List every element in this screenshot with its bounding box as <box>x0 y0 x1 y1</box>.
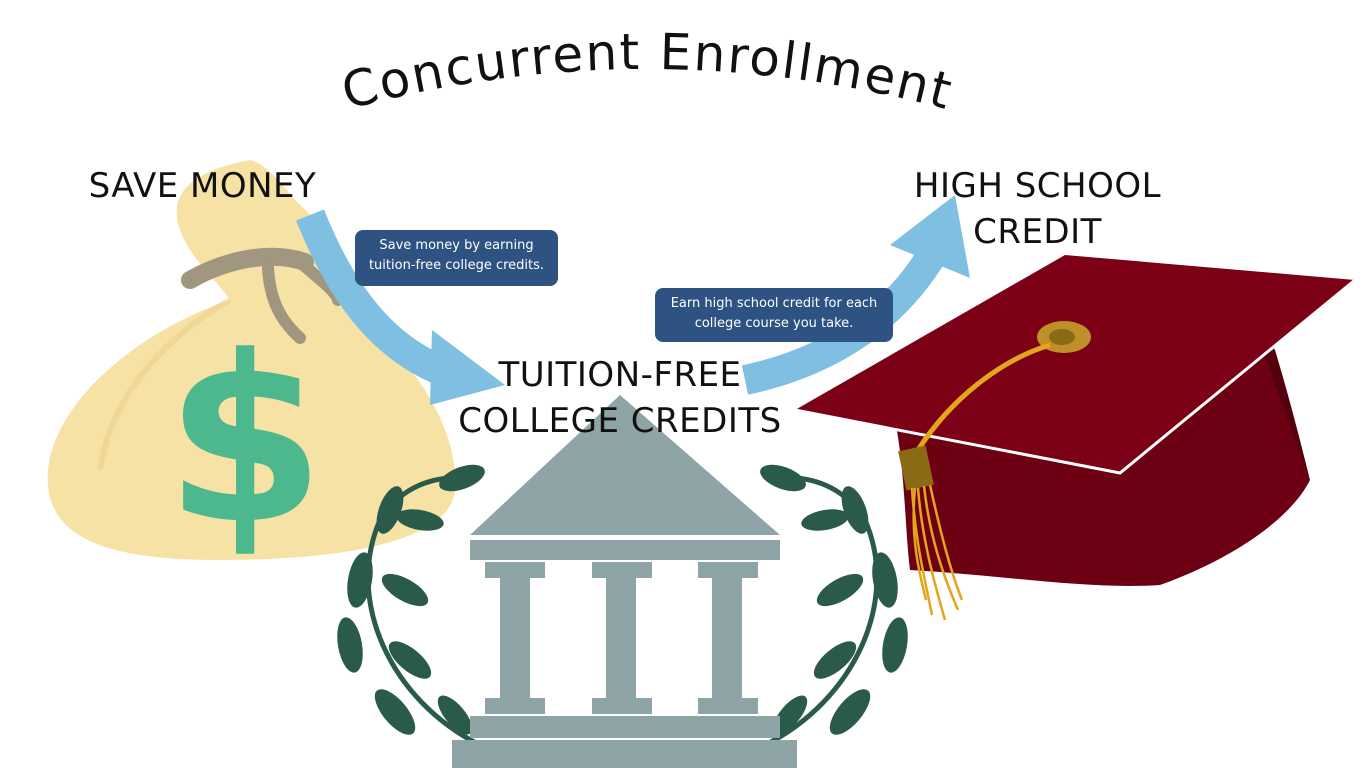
money-bag-icon <box>47 160 456 560</box>
high-school-line1: HIGH SCHOOL <box>913 166 1162 206</box>
save-bubble-line1: Save money by earning <box>379 238 534 253</box>
earn-bubble-line1: Earn high school credit for each <box>670 296 878 311</box>
earn-credit-bubble: Earn high school credit for each college… <box>655 288 893 342</box>
high-school-credit-label: HIGH SCHOOL CREDIT <box>895 163 1180 255</box>
svg-text:$: $ <box>165 308 325 575</box>
arrow-save-to-tuition <box>296 209 505 405</box>
tuition-free-label: TUITION-FREE COLLEGE CREDITS <box>455 352 785 444</box>
save-bubble-line2: tuition-free college credits. <box>368 258 545 273</box>
graduation-cap-icon <box>794 255 1356 621</box>
high-school-line2: CREDIT <box>973 212 1102 252</box>
dollar-sign-icon: $ <box>165 308 325 575</box>
tuition-free-line1: TUITION-FREE <box>498 355 742 395</box>
laurel-wreath-icon <box>337 464 908 748</box>
save-money-label: SAVE MONEY <box>88 166 317 206</box>
tuition-free-line2: COLLEGE CREDITS <box>458 401 782 441</box>
title-arc: Concurrent Enrollment <box>336 23 957 121</box>
university-building-icon <box>452 395 797 768</box>
earn-bubble-line2: college course you take. <box>694 316 854 331</box>
save-money-bubble: Save money by earning tuition-free colle… <box>355 230 558 286</box>
